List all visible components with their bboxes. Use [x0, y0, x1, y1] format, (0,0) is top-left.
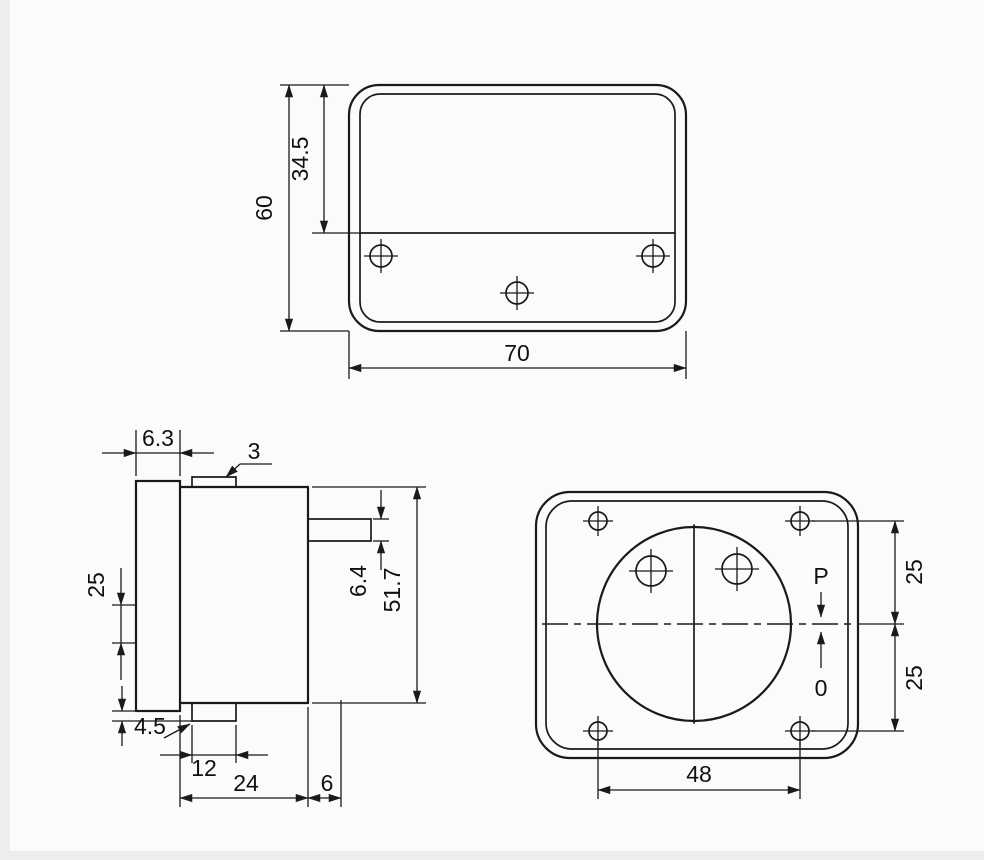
dim-label-foot-offset: 4.5 [134, 713, 166, 739]
front-inner-frame [359, 93, 676, 323]
dim-label-tab-thickness: 3 [248, 438, 261, 464]
side-bezel [134, 479, 182, 713]
scan-edge-left [0, 0, 10, 860]
side-dim-stud-6: 6 [307, 700, 342, 807]
front-screw-holes [364, 239, 670, 310]
front-dim-window-34-5: 34.5 [287, 84, 360, 234]
zero-label: 0 [815, 675, 828, 701]
mounting-hole-icon [583, 716, 613, 746]
dim-label-stud-length: 6 [321, 770, 334, 796]
front-view-outline [347, 83, 688, 333]
rear-dim-holes-48: 48 [597, 742, 801, 799]
terminal-hole-icon [629, 549, 673, 593]
screw-hole-icon [500, 276, 534, 310]
dim-label-front-width: 70 [504, 340, 530, 366]
side-dim-tab-12: 12 [160, 725, 268, 781]
screw-hole-icon [636, 239, 670, 273]
side-dim-depth-24: 24 [179, 707, 309, 807]
side-dim-stud-6-4: 6.4 [345, 490, 389, 597]
dim-label-body-depth: 24 [233, 770, 259, 796]
dim-label-tab-width: 12 [191, 755, 217, 781]
side-dim-flange-6-3: 6.3 [102, 425, 214, 476]
front-dim-width-70: 70 [348, 331, 687, 379]
mounting-hole-icon [785, 716, 815, 746]
side-view: 6.3 3 25 6.4 51.7 [83, 425, 426, 807]
dim-label-terminal-offset: 25 [83, 572, 109, 598]
dim-label-stud-thickness: 6.4 [345, 565, 371, 597]
rear-outer-frame [534, 490, 860, 760]
rear-view-outline [534, 490, 860, 760]
side-dim-foot-4-5: 4.5 [112, 686, 192, 746]
rear-dim-upper-25: 25 [812, 520, 927, 625]
front-view: 60 34.5 70 [251, 83, 688, 379]
screw-hole-icon [364, 239, 398, 273]
rear-dim-lower-25: 25 [812, 623, 927, 732]
side-dim-terminal-25: 25 [83, 568, 136, 680]
rear-terminal-holes [629, 547, 759, 593]
front-dim-height-60: 60 [251, 84, 349, 332]
dim-label-lower-spacing: 25 [901, 665, 927, 691]
rear-view: P 0 25 25 48 [534, 490, 927, 799]
side-dim-body-51-7: 51.7 [312, 486, 426, 704]
terminal-hole-icon [715, 547, 759, 591]
pointer-label: P [813, 563, 828, 589]
dim-label-flange-depth: 6.3 [142, 425, 174, 451]
rear-inner-frame [545, 500, 849, 750]
dim-label-body-height: 51.7 [379, 568, 405, 613]
side-view-outline [134, 476, 372, 722]
mounting-hole-icon [785, 506, 815, 536]
dim-label-front-height: 60 [251, 195, 277, 221]
rear-mounting-holes [583, 506, 815, 746]
scan-edge-bottom [0, 851, 984, 860]
dim-label-front-window-height: 34.5 [287, 137, 313, 182]
front-outer-frame [347, 83, 688, 333]
rear-pointer-zero-markers: P 0 [813, 563, 828, 701]
dim-label-upper-spacing: 25 [901, 559, 927, 585]
side-dim-tab-3: 3 [225, 438, 272, 478]
dim-label-hole-spacing: 48 [686, 761, 712, 787]
mounting-hole-icon [583, 506, 613, 536]
